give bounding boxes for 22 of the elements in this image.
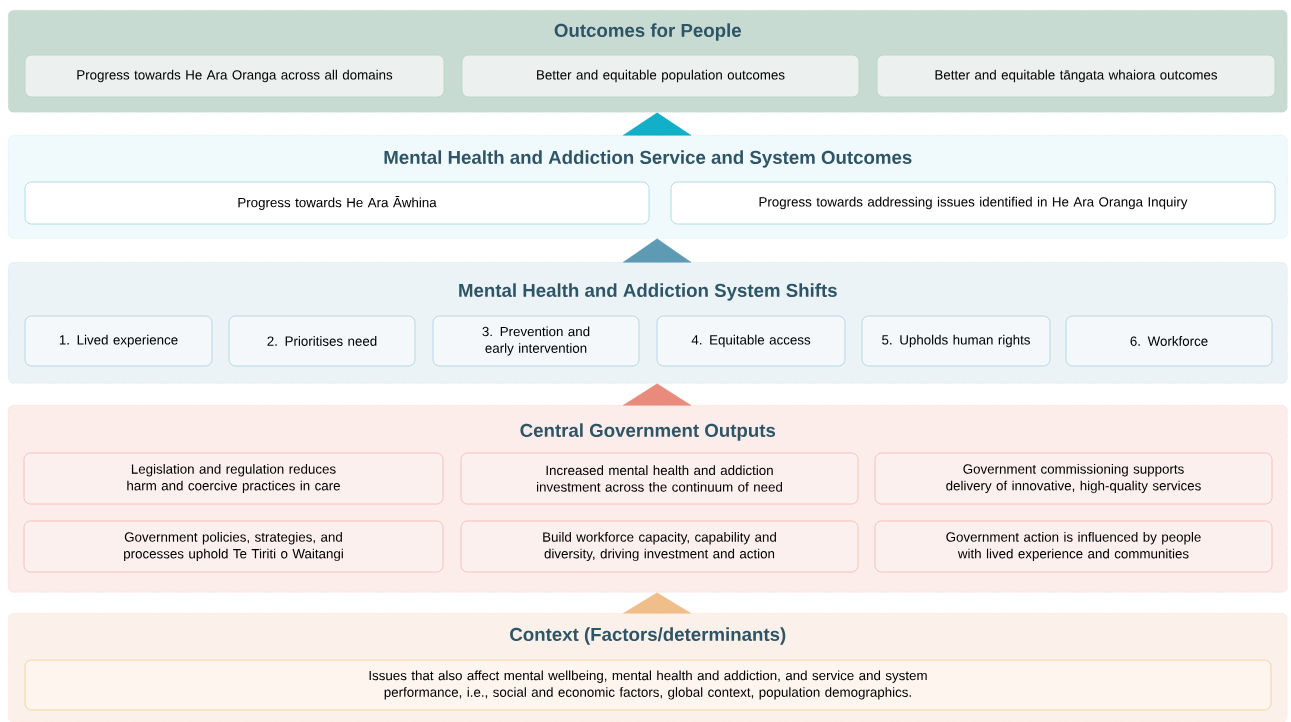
- text-box: Better and equitable population outcomes: [461, 54, 860, 98]
- text-box: 6. Workforce: [1065, 315, 1273, 367]
- text-box: Better and equitable tāngata whaiora outcomes: [876, 54, 1276, 98]
- text-box: 4. Equitable access: [656, 315, 846, 367]
- text-box: Progress towards He Ara Oranga across all domains: [24, 54, 445, 98]
- text-box: 3. Prevention and early intervention: [432, 315, 640, 367]
- text-box: Progress towards addressing issues identified in He Ara Oranga Inquiry: [670, 181, 1276, 225]
- text-box: Government action is influenced by people with lived experience and communities: [874, 520, 1273, 573]
- arrow: [623, 592, 692, 614]
- arrow: [623, 238, 692, 263]
- text-box: Progress towards He Ara Āwhina: [24, 181, 650, 225]
- text-box: Build workforce capacity, capability and diversity, driving investment and action: [460, 520, 859, 573]
- text-box: Increased mental health and addiction investment across the continuum of need: [460, 452, 859, 505]
- arrow: [623, 112, 692, 136]
- text-box: Government commissioning supports delivery of innovative, high-quality services: [874, 452, 1273, 505]
- text-box: Issues that also affect mental wellbeing, mental health and addiction, and service and system performance, i.e., social and economic factors, global context, population demographics.: [24, 659, 1272, 711]
- text-box: 5. Upholds human rights: [861, 315, 1051, 367]
- text-box: Government policies, strategies, and processes uphold Te Tiriti o Waitangi: [23, 520, 444, 573]
- text-box: Legislation and regulation reduces harm and coercive practices in care: [23, 452, 444, 505]
- text-box: 2. Prioritises need: [228, 315, 416, 367]
- arrow: [623, 383, 692, 406]
- text-box: 1. Lived experience: [24, 315, 213, 367]
